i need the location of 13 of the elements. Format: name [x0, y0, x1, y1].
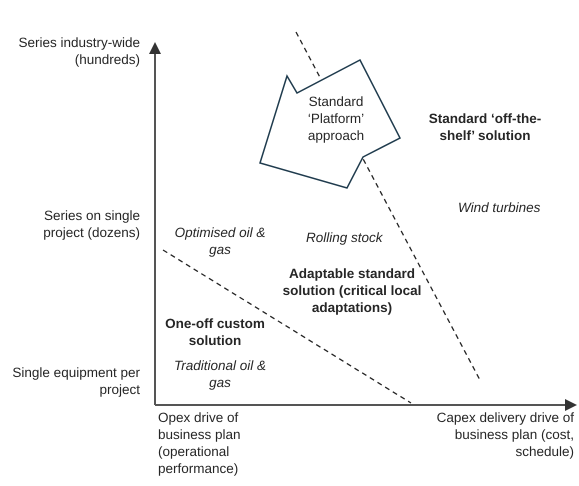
arrow-label: Standard ‘Platform’ approach [306, 93, 366, 144]
example-label: Traditional oil & gas [172, 357, 268, 391]
region-label: Standard ‘off-the-shelf’ solution [428, 110, 542, 144]
axis-label: Opex drive of business plan (operational performance) [158, 409, 242, 477]
region-label: One-off custom solution [164, 315, 266, 349]
axis-label: Series industry-wide (hundreds) [17, 34, 140, 68]
axis-label: Capex delivery drive of business plan (cost, schedule) [436, 409, 574, 460]
example-label: Rolling stock [306, 229, 384, 246]
example-label: Wind turbines [458, 199, 542, 216]
region-label: Adaptable standard solution (critical local adaptations) [282, 265, 422, 316]
example-label: Optimised oil & gas [174, 224, 266, 258]
axis-label: Single equipment per project [11, 364, 140, 398]
axis-label: Series on single project (dozens) [42, 207, 140, 241]
